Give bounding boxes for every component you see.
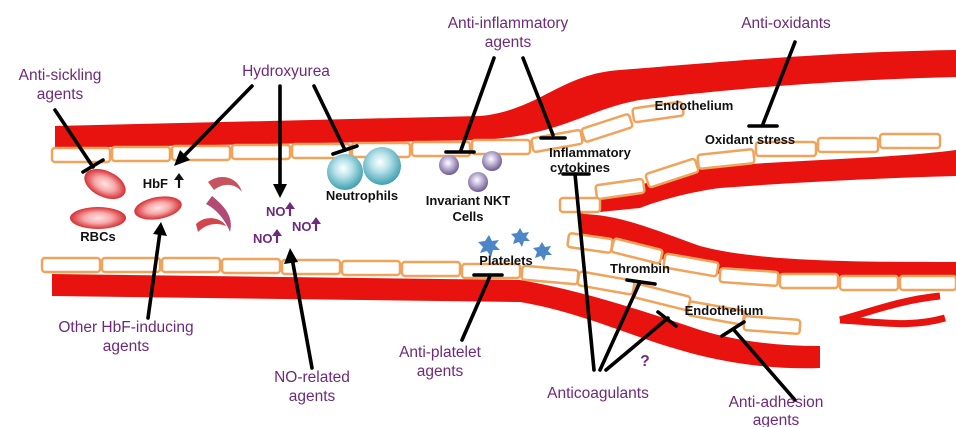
anti-adhesion-label-line2: agents [753,412,800,427]
rbcs-label: RBCs [80,229,115,244]
anti-inflammatory-label-line2: agents [485,34,532,51]
invariant-nkt-label-line2: Cells [452,209,483,224]
anticoagulants-label: Anticoagulants [547,385,649,402]
sickle-cells [196,177,242,232]
other-hbf-label-line2: agents [103,338,150,355]
up-arrow-icon [174,173,184,188]
inflammatory-cytokines-label-line2: cytokines [550,160,610,175]
anti-sickling-label-line2: agents [37,86,84,103]
hydroxyurea-label: Hydroxyurea [242,63,330,80]
sickle-cell-icon [208,177,242,192]
no-label-3: NO [253,231,273,246]
platelets-label: Platelets [479,253,532,268]
platelet-icon [511,228,530,247]
red-blood-cell-icon [70,207,126,229]
anti-platelet-label-line2: agents [417,363,464,380]
other-hbf-label-line1: Other HbF-inducing [58,319,193,336]
neutrophil-icon [327,154,363,190]
anti-sickling-label-line1: Anti-sickling [19,67,102,84]
arrowhead-icon [153,222,167,236]
arrowhead-icon [273,184,287,198]
up-arrow-icon [311,217,321,231]
anti-platelet-label-line1: Anti-platelet [399,344,482,361]
no-label-2: NO [292,219,312,234]
endothelium-top-label: Endothelium [655,98,734,113]
hbf-label: HbF [143,176,168,191]
other-hbf-arrow [148,232,160,318]
up-arrow-icon [285,202,295,216]
no-related-label-line2: agents [289,388,336,405]
nkt-cell-icon [482,151,502,171]
nkt-cell-icon [439,155,459,175]
no-related-label-line1: NO-related [274,369,350,386]
platelet-icon [533,242,552,261]
red-blood-cell-icon [132,193,183,223]
anti-oxidants-label: Anti-oxidants [741,15,831,32]
small-branch [840,296,945,324]
neutrophil-icon [363,147,401,185]
oxidant-stress-label: Oxidant stress [705,132,795,147]
question-mark: ? [640,353,649,370]
upper-vessel-top-wall [55,50,956,148]
anti-inflammatory-label-line1: Anti-inflammatory [448,15,569,32]
sickle-cell-icon [206,196,231,232]
nkt-cell-cluster [439,151,502,192]
anti-adhesion-label-line1: Anti-adhesion [729,394,824,411]
sickle-cell-icon [196,218,226,232]
neutrophils-label: Neutrophils [326,188,398,203]
arrowhead-icon [284,248,298,264]
rbc-cluster [70,163,184,229]
no-label-1: NO [266,204,286,219]
inflammatory-cytokines-label-line1: Inflammatory [549,145,631,160]
up-arrow-icon [272,229,282,243]
endothelium-bottom-label: Endothelium [685,303,764,318]
nkt-cell-icon [468,172,488,192]
invariant-nkt-label-line1: Invariant NKT [426,193,511,208]
thrombin-label: Thrombin [610,261,670,276]
